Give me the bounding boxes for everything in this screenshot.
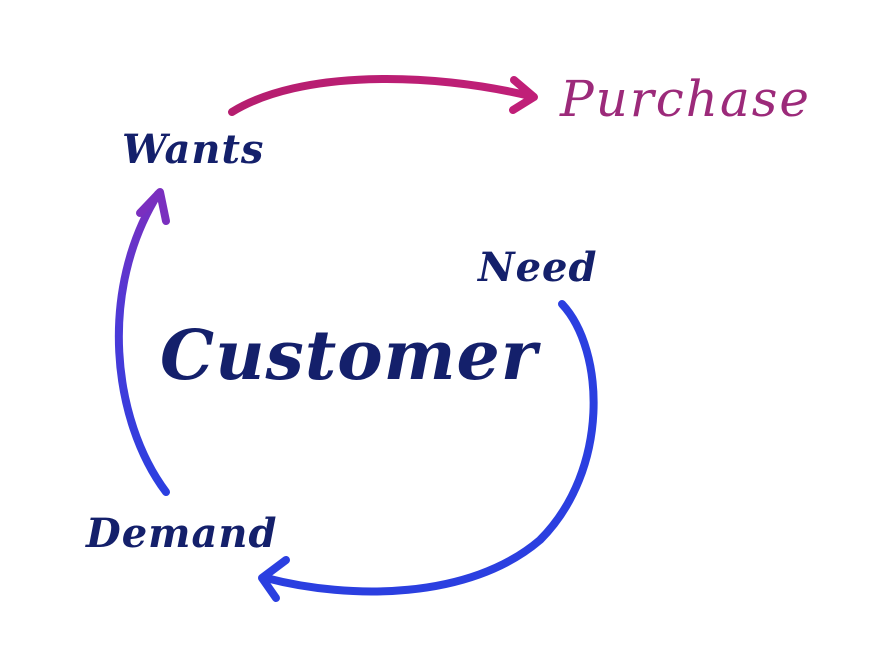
arrow-need-to-demand [258, 300, 598, 602]
arrow-wants-to-purchase [228, 74, 538, 116]
node-need-label: Need [478, 244, 598, 291]
node-demand-label: Demand [86, 510, 278, 557]
center-customer-label: Customer [160, 316, 538, 396]
node-wants-label: Wants [122, 126, 265, 173]
arrow-demand-to-wants [114, 188, 170, 496]
node-purchase-label: Purchase [560, 70, 812, 128]
